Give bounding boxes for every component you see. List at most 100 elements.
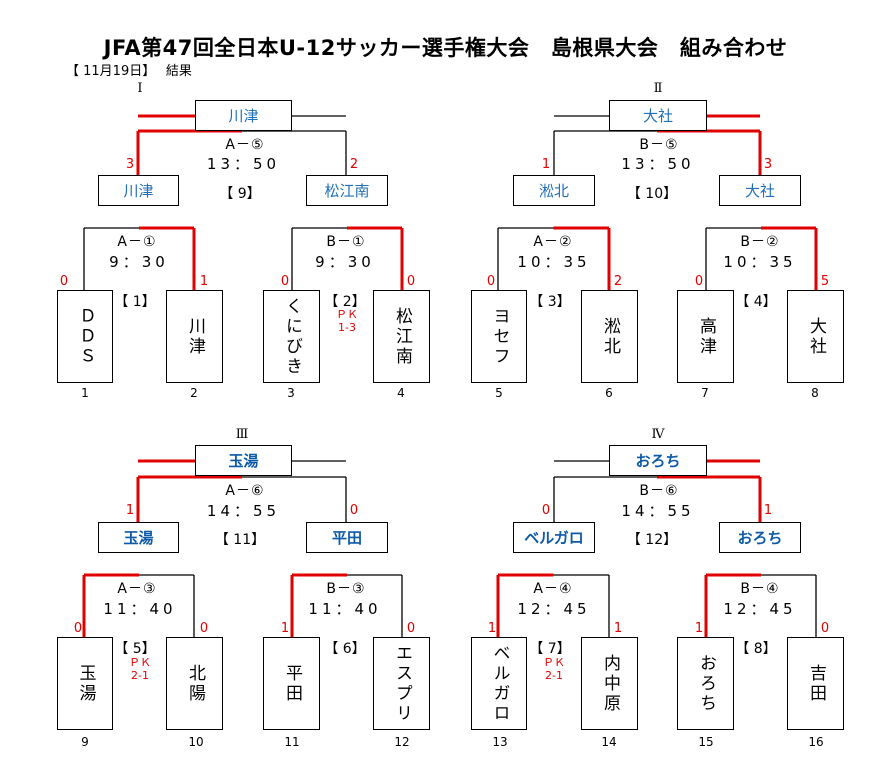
block-2-semi-2-left-score: 0 [694, 274, 704, 289]
team-box: 平田 [263, 637, 320, 730]
team-name: くにびき [282, 296, 302, 377]
team-seed: 2 [190, 386, 198, 400]
team-seed: 7 [701, 386, 709, 400]
team-box: 高津 [677, 290, 734, 383]
block-1-semi-2-schedule: B－① [326, 234, 366, 250]
block-2-semi-2-time: 10：35 [723, 253, 797, 271]
block-2-semi-1-schedule: A－② [533, 234, 573, 250]
block-4-roman: Ⅳ [651, 427, 665, 442]
block-2-semi-2-winner: 大社 [719, 175, 801, 206]
block-3-semi-1-schedule: A－③ [117, 581, 157, 597]
block-1-final-right-score: 2 [349, 157, 359, 172]
block-3-semi-2-schedule: B－③ [326, 581, 366, 597]
team-name: 平田 [282, 663, 302, 704]
block-1-semi-1-right-score: 1 [199, 274, 209, 289]
block-4-semi-2-time: 12：45 [723, 600, 797, 618]
block-2-semi-1-winner: 淞北 [513, 175, 595, 206]
team-box: 川津 [166, 290, 223, 383]
team-box: 吉田 [787, 637, 844, 730]
block-4-semi-2-left-score: 1 [694, 621, 704, 636]
team-name: 松江南 [392, 306, 412, 367]
block-3-semi-1-pk: ＰＫ 2‑1 [129, 656, 151, 682]
block-4-semi-1-winner: ベルガロ [513, 522, 595, 553]
block-1-semi-1-schedule: A－① [117, 234, 157, 250]
block-4-final-left-score: 0 [541, 503, 551, 518]
block-1-final-schedule: A－⑤ [225, 137, 265, 153]
team-seed: 10 [188, 735, 204, 749]
team-name: ヨセフ [489, 306, 510, 367]
block-4-semi-1-time: 12：45 [517, 600, 591, 618]
block-3-semi-2-match-no: 【 6】 [324, 641, 366, 657]
block-1-semi-2-left-score: 0 [280, 274, 290, 289]
block-2-final-schedule: B－⑤ [639, 137, 679, 153]
team-box: おろち [677, 637, 734, 730]
block-4-semi-2-right-score: 0 [820, 621, 830, 636]
block-2-semi-1-left-score: 0 [486, 274, 496, 289]
team-seed: 5 [495, 386, 503, 400]
block-1-semi-1-left-score: 0 [59, 274, 69, 289]
block-4-semi-2-winner: おろち [719, 522, 801, 553]
block-3-final-time: 14：55 [206, 502, 281, 520]
team-box: ヨセフ [471, 290, 527, 383]
block-2-final-time: 13：50 [621, 155, 695, 173]
team-name: 内中原 [600, 653, 620, 714]
team-box: エスプリ [373, 637, 430, 730]
block-2-semi-2-schedule: B－② [740, 234, 780, 250]
team-name: 玉湯 [75, 663, 96, 704]
team-name: エスプリ [392, 643, 412, 724]
block-3-final-match-no: 【 11】 [214, 532, 266, 548]
block-3-semi-1-time: 11：40 [103, 600, 177, 618]
block-1-semi-2-winner: 松江南 [306, 175, 388, 206]
team-seed: 12 [394, 735, 410, 749]
team-box: 内中原 [581, 637, 638, 730]
block-2-semi-1-right-score: 2 [613, 274, 623, 289]
block-2-roman: Ⅱ [653, 81, 663, 96]
block-1-semi-2-pk: ＰＫ 1‑3 [336, 308, 358, 334]
block-2-semi-2-match-no: 【 4】 [735, 294, 777, 310]
team-seed: 16 [808, 735, 824, 749]
block-1-final-match-no: 【 9】 [219, 186, 261, 202]
team-name: 高津 [696, 316, 716, 357]
block-4-final-winner: おろち [609, 445, 707, 476]
block-2-semi-1-time: 10：35 [517, 253, 591, 271]
team-name: 川津 [185, 316, 205, 357]
team-seed: 3 [287, 386, 295, 400]
team-box: ベルガロ [471, 637, 527, 730]
block-2-semi-2-right-score: 5 [820, 274, 830, 289]
block-1-final-left-score: 3 [125, 157, 135, 172]
team-box: 北陽 [166, 637, 223, 730]
block-3-semi-2-right-score: 0 [406, 621, 416, 636]
block-3-final-winner: 玉湯 [195, 445, 292, 476]
block-3-semi-2-time: 11：40 [308, 600, 382, 618]
block-1-final-winner: 川津 [195, 100, 292, 131]
team-box: 松江南 [373, 290, 430, 383]
block-1-semi-1-match-no: 【 1】 [114, 294, 156, 310]
date-result-label: 【 11月19日】 結果 [66, 64, 192, 79]
team-box: くにびき [263, 290, 320, 383]
team-seed: 1 [81, 386, 89, 400]
team-name: ＤＤＳ [75, 306, 96, 367]
block-4-final-schedule: B－⑥ [639, 483, 679, 499]
team-name: 吉田 [806, 663, 826, 704]
block-4-final-right-score: 1 [763, 503, 773, 518]
block-1-semi-1-winner: 川津 [98, 175, 179, 206]
team-seed: 6 [605, 386, 613, 400]
block-4-semi-2-schedule: B－④ [740, 581, 780, 597]
block-1-semi-2-time: 9：30 [315, 253, 375, 271]
block-1-semi-2-match-no: 【 2】 [324, 294, 366, 310]
block-4-semi-1-left-score: 1 [487, 621, 497, 636]
team-box: 大社 [787, 290, 844, 383]
block-3-final-schedule: A－⑥ [225, 483, 265, 499]
block-3-semi-1-match-no: 【 5】 [114, 641, 156, 657]
block-2-semi-1-match-no: 【 3】 [529, 294, 571, 310]
block-3-semi-2-winner: 平田 [306, 522, 388, 553]
block-2-final-winner: 大社 [609, 100, 707, 131]
team-name: 北陽 [185, 663, 205, 704]
block-4-semi-1-schedule: A－④ [533, 581, 573, 597]
page-title: JFA第47回全日本U-12サッカー選手権大会 島根県大会 組み合わせ [103, 36, 788, 60]
block-2-final-left-score: 1 [541, 157, 551, 172]
block-3-final-left-score: 1 [125, 503, 135, 518]
block-1-final-time: 13：50 [206, 155, 281, 173]
block-2-final-right-score: 3 [763, 157, 773, 172]
